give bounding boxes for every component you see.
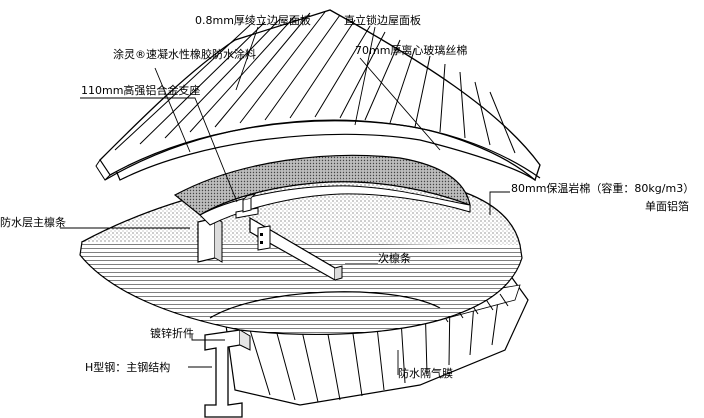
label-glass-wool: 70mm厚离心玻璃丝棉 — [355, 44, 468, 57]
label-aluminum-bracket: 110mm高强铝合金支座 — [81, 84, 201, 97]
label-standing-seam-panel: 直立锁边屋面板 — [344, 14, 421, 27]
label-galvanized-part: 镀锌折件 — [150, 327, 194, 340]
aluminum-bracket — [235, 193, 259, 219]
leader-lines — [60, 26, 510, 375]
label-aluminum-foil: 单面铝箔 — [645, 200, 689, 213]
purlins — [197, 216, 343, 282]
label-coating: 涂灵®速凝水性橡胶防水涂料 — [113, 48, 256, 61]
label-secondary-purlin: 次檩条 — [378, 252, 411, 265]
label-rock-wool: 80mm保温岩棉（容重：80kg/m3） — [511, 182, 695, 195]
label-waterproof-purlin: 防水层主檩条 — [0, 216, 66, 229]
h-steel-beam — [204, 329, 251, 418]
label-panel-thickness: 0.8mm厚绫立边屋面板 — [195, 14, 311, 27]
label-vapor-barrier: 防水隔气膜 — [398, 367, 453, 380]
label-h-steel: H型钢：主钢结构 — [85, 361, 171, 374]
standing-seam-panel — [95, 9, 541, 182]
